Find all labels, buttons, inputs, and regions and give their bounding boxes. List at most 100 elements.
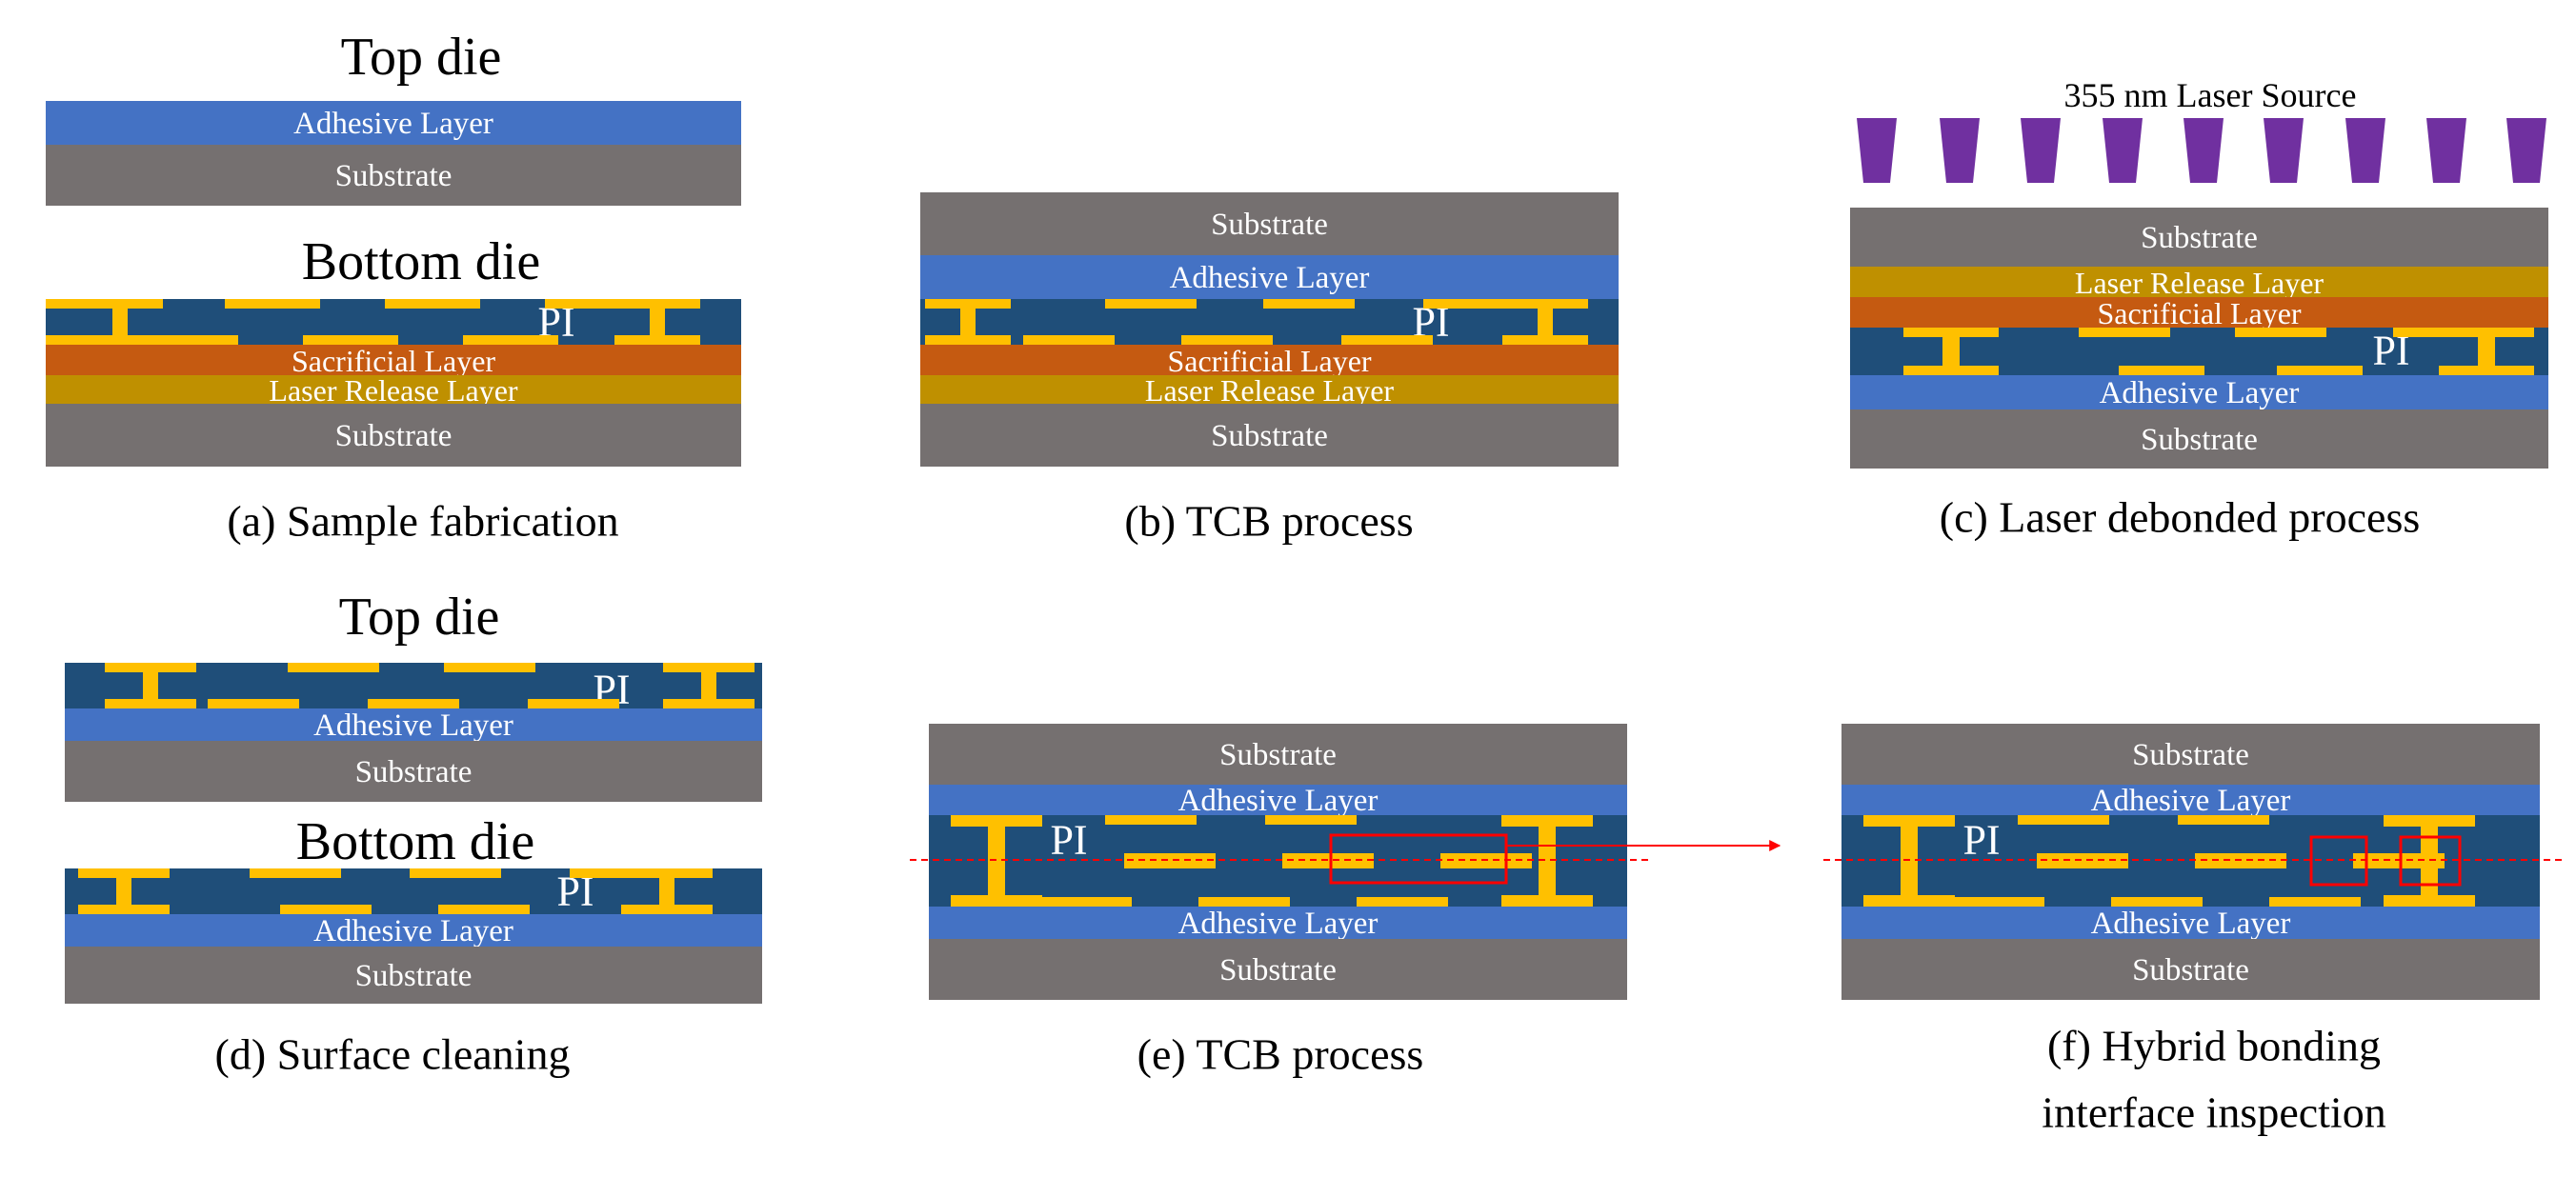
sacrificial-label: Sacrificial Layer [1167, 344, 1371, 378]
copper-pad [368, 699, 459, 708]
copper-pad [2018, 815, 2109, 825]
adhesive-layer [929, 907, 1627, 939]
substrate-label: Substrate [2141, 423, 2258, 457]
copper-pad [1263, 299, 1355, 309]
top-die-heading: Top die [339, 588, 500, 647]
adhesive-label: Adhesive Layer [1178, 907, 1379, 941]
laser-beam-icon [2103, 118, 2143, 183]
copper-pad [1502, 335, 1588, 345]
adhesive-label: Adhesive Layer [2091, 784, 2291, 818]
substrate-layer [46, 404, 741, 467]
copper-pad [116, 868, 131, 914]
adhesive-label: Adhesive Layer [2100, 376, 2300, 410]
copper-pad [1423, 299, 1515, 309]
copper-pad [925, 335, 1011, 345]
substrate-label: Substrate [2132, 738, 2249, 772]
adhesive-label: Adhesive Layer [293, 107, 493, 141]
copper-pad [1198, 897, 1290, 907]
copper-pad [77, 335, 163, 345]
copper-pad [1265, 815, 1357, 825]
laser-beam-icon [2264, 118, 2304, 183]
copper-pad [444, 663, 535, 672]
copper-pad [960, 299, 976, 345]
copper-pad [105, 699, 196, 708]
copper-pad [1105, 815, 1197, 825]
sacrificial-layer [46, 345, 741, 375]
laser-beam-icon [2184, 118, 2224, 183]
laser-beam-icon [1940, 118, 1980, 183]
copper-pad [1023, 335, 1115, 345]
copper-pad [143, 663, 158, 708]
copper-pad [1539, 815, 1556, 907]
copper-pad [385, 299, 480, 309]
substrate-layer [929, 939, 1627, 1000]
copper-pad [112, 299, 128, 345]
adhesive-layer [1841, 785, 2540, 815]
copper-pad [288, 663, 379, 672]
substrate-layer [65, 947, 762, 1004]
copper-pad [46, 299, 84, 309]
adhesive-label: Adhesive Layer [313, 914, 513, 948]
copper-pad [545, 299, 640, 309]
substrate-label: Substrate [1219, 738, 1337, 772]
copper-pad [2111, 897, 2203, 907]
copper-pad [1341, 335, 1433, 345]
caption-b: (b) TCB process [1124, 497, 1413, 546]
substrate-label: Substrate [1219, 953, 1337, 987]
pi-label: PI [1962, 817, 2000, 864]
copper-pad [303, 335, 398, 345]
substrate-label: Substrate [2132, 953, 2249, 987]
laser-beam-icon [2021, 118, 2061, 183]
adhesive-layer [920, 255, 1619, 299]
sacrificial-label: Sacrificial Layer [292, 344, 495, 378]
copper-pad [463, 335, 558, 345]
copper-pad [663, 699, 755, 708]
sacrificial-layer [920, 345, 1619, 375]
substrate-layer [1841, 724, 2540, 785]
substrate-label: Substrate [335, 159, 453, 193]
sacrificial-layer [1850, 297, 2548, 328]
substrate-label: Substrate [355, 755, 473, 789]
copper-pad [1040, 897, 1132, 907]
copper-pad [1903, 366, 1999, 375]
adhesive-layer [1841, 907, 2540, 939]
copper-pad [143, 335, 238, 345]
copper-pad [280, 905, 372, 914]
adhesive-label: Adhesive Layer [2091, 907, 2291, 941]
copper-pad [225, 299, 320, 309]
copper-pad [2269, 897, 2361, 907]
copper-pad [614, 335, 700, 345]
copper-pad [659, 868, 674, 914]
substrate-layer [1850, 409, 2548, 469]
caption-c: (c) Laser debonded process [1940, 493, 2421, 542]
adhesive-label: Adhesive Layer [1170, 261, 1370, 295]
substrate-layer [920, 192, 1619, 255]
adhesive-layer [1850, 375, 2548, 409]
copper-pad [1942, 328, 1960, 375]
copper-pad [621, 905, 713, 914]
copper-pad [1501, 895, 1593, 907]
adhesive-layer [65, 914, 762, 947]
copper-pad [2178, 815, 2269, 825]
laser-beam-icon [2426, 118, 2466, 183]
substrate-label: Substrate [2141, 221, 2258, 255]
caption-f-line1: (f) Hybrid bonding [2047, 1022, 2381, 1070]
copper-pad [1181, 335, 1273, 345]
laser-release-label: Laser Release Layer [269, 373, 518, 408]
substrate-layer [920, 404, 1619, 467]
substrate-label: Substrate [1211, 208, 1328, 242]
copper-pad [2277, 366, 2363, 375]
copper-pad [410, 868, 501, 878]
copper-pad [528, 699, 619, 708]
inspection-box [1329, 833, 1508, 885]
copper-pad [1124, 853, 1216, 868]
copper-pad [1538, 299, 1553, 345]
laser-beam-icon [1857, 118, 1897, 183]
copper-pad [1863, 895, 1955, 907]
substrate-label: Substrate [335, 419, 453, 453]
copper-pad [78, 905, 170, 914]
